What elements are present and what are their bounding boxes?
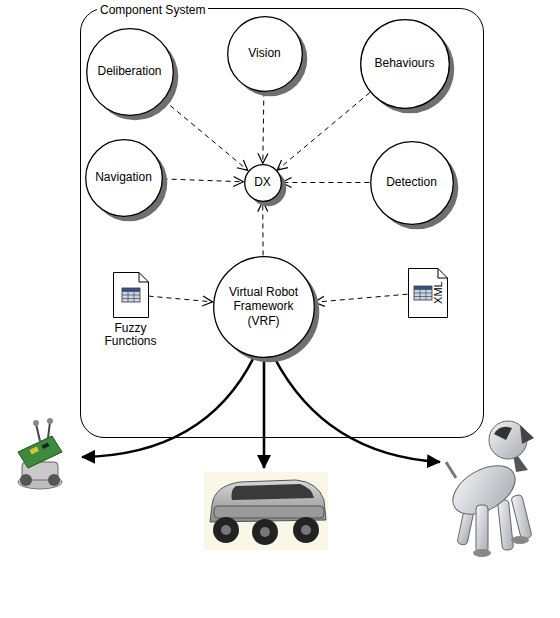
dashed-connector [149,296,213,302]
dashed-connector [314,294,407,302]
deploy-arrows [82,357,440,468]
node-label: Detection [386,175,437,189]
node-label: Virtual Robot Framework (VRF) [223,285,304,328]
dashed-connector [163,179,244,182]
dashed-connector [163,100,247,171]
dashed-connector [263,92,264,164]
system-boundary: Component SystemDeliberationVisionBehavi… [80,8,484,438]
component-circle: Vision [227,16,303,92]
dashed-connector [277,93,370,171]
small-robot [18,418,62,489]
dashed-connector [262,202,263,256]
document-icon: XML [408,268,448,318]
dashed-connector [282,182,370,183]
node-label: Behaviours [374,56,434,70]
hub-circle: DX [244,164,282,202]
document-outline [113,272,149,318]
robot-dog [445,421,534,557]
framework-circle: Virtual Robot Framework (VRF) [213,256,315,358]
document-label: XML [432,281,445,304]
component-circle: Navigation [85,139,163,217]
node-label: Navigation [95,170,152,184]
node-label: Deliberation [97,64,161,78]
document-icon: Fuzzy Functions [113,272,149,318]
rover-robot [204,472,328,550]
component-circle: Detection [370,141,454,225]
group-heading: Component System [97,3,208,17]
component-circle: Deliberation [86,28,174,116]
document-label: Fuzzy Functions [96,322,166,350]
node-label: DX [254,175,271,189]
node-label: Vision [248,46,280,60]
component-circle: Behaviours [360,19,450,109]
